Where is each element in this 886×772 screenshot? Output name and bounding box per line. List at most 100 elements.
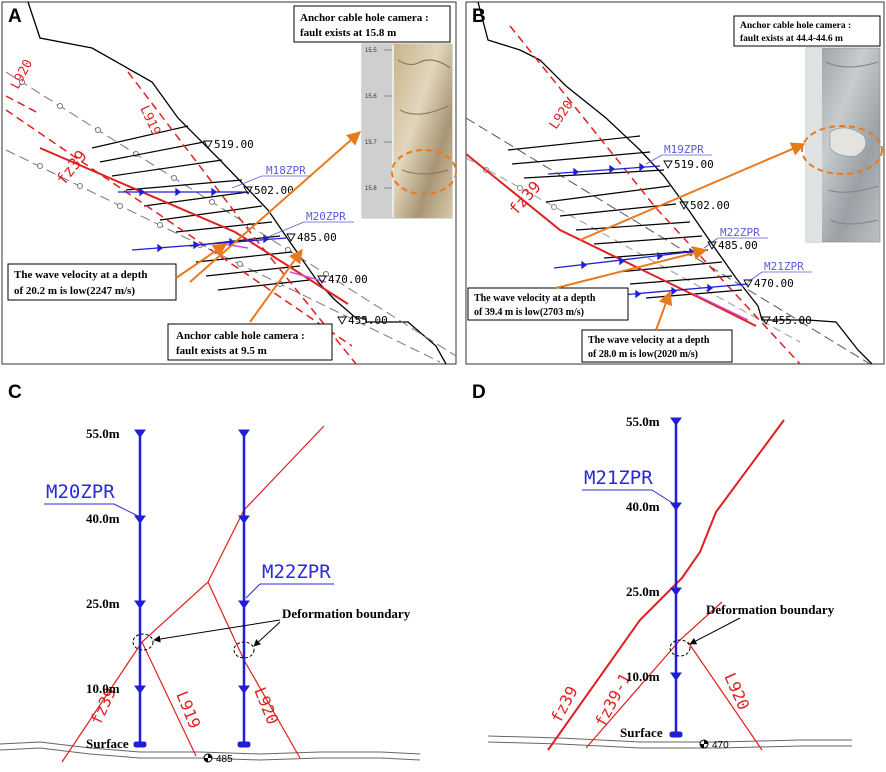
note-camera-b: Anchor cable hole camera : fault exists …: [733, 15, 881, 47]
magenta-segment: [693, 293, 749, 321]
borehole-label-m22zpr: M22ZPR: [720, 226, 760, 239]
elevation-502-a: 502.00: [254, 184, 294, 197]
gray-dashed-line: [5, 71, 457, 357]
elevation-470-b: 470.00: [754, 277, 794, 290]
label-leader: [269, 221, 305, 237]
survey-marker-fill: [700, 740, 708, 748]
borehole-label-m18zpr: M18ZPR: [266, 164, 306, 177]
ground-profile-b: [477, 1, 873, 365]
fault-label-l920-c: L920: [250, 684, 282, 727]
fault-l920-a: [5, 109, 353, 347]
elevation-455-a: 455.00: [348, 314, 388, 327]
fault-label-l920-a: L920: [8, 57, 36, 92]
elevation-455-b: 455.00: [772, 314, 812, 327]
magenta-segment: [223, 243, 249, 249]
surface-label-d: Surface: [620, 725, 663, 740]
panel-c: C fz39 L919 L920 55.0m 40.0m 25.0m: [0, 382, 421, 765]
note-line: The wave velocity at a depth: [474, 293, 596, 304]
depth-10-c: 10.0m: [86, 681, 120, 696]
ground-surface-d: [487, 735, 852, 743]
note-line: of 20.2 m is low(2247 m/s): [14, 285, 135, 297]
borehole-m18-a: [118, 187, 246, 197]
panel-a-frame: [1, 1, 457, 365]
depth-25-d: 25.0m: [626, 584, 660, 599]
panel-a-letter: A: [8, 6, 22, 27]
note-line: The wave velocity at a depth: [14, 269, 148, 281]
fault-l920-a-ext: [5, 95, 41, 115]
panel-b-letter: B: [472, 6, 486, 27]
deformation-boundary-label-c: Deformation boundary: [282, 606, 411, 621]
elevation-markers-b: 519.00 502.00 485.00 470.00 455.00: [663, 158, 812, 327]
panel-c-letter: C: [8, 382, 22, 403]
ground-surface-c: [0, 747, 421, 761]
scale-tick-15-8: 15.8: [365, 186, 377, 192]
depth-25-c: 25.0m: [86, 596, 120, 611]
ground-profile-a: [27, 1, 447, 365]
elevation-markers-a: 519.00 502.00 485.00 470.00 455.00: [203, 138, 388, 327]
borehole-m20-c: [133, 429, 147, 748]
depth-55-d: 55.0m: [626, 414, 660, 429]
note-line: The wave velocity at a depth: [588, 335, 710, 346]
borehole-label-m19zpr: M19ZPR: [664, 143, 704, 156]
borehole-m22-c: [237, 429, 251, 748]
scale-tick-15-5: 15.5: [365, 48, 377, 54]
deformation-circle: [132, 633, 154, 651]
panel-d-letter: D: [472, 382, 486, 403]
depth-40-c: 40.0m: [86, 511, 120, 526]
note-line: fault exists at 9.5 m: [176, 345, 267, 357]
fault-label-l920-b: L920: [547, 98, 577, 132]
elevation-485-a: 485.00: [297, 231, 337, 244]
callout-arrows-a: [175, 131, 362, 323]
borehole-m21-d: [669, 417, 683, 738]
note-line: fault exists at 44.4-44.6 m: [740, 34, 843, 44]
survey-marker-fill: [204, 754, 212, 762]
deformation-circle: [669, 639, 691, 657]
deformation-circle: [233, 641, 255, 659]
note-camera-bottom-a: Anchor cable hole camera : fault exists …: [167, 323, 333, 361]
borehole-label-m20zpr-c: M20ZPR: [46, 481, 115, 503]
note-line: of 39.4 m is low(2703 m/s): [474, 307, 584, 318]
fault-highlight-ellipse: [391, 149, 457, 195]
depth-40-d: 40.0m: [626, 499, 660, 514]
camera-image-a: 15.5 15.6 15.7 15.8: [361, 43, 457, 219]
note-wave1-b: The wave velocity at a depth of 39.4 m i…: [467, 287, 629, 321]
note-camera-top-a: Anchor cable hole camera : fault exists …: [293, 5, 451, 43]
borehole-label-m22zpr-c: M22ZPR: [262, 561, 331, 583]
boundary-arrow: [153, 619, 281, 643]
deformation-boundary-label-d: Deformation boundary: [706, 602, 835, 617]
note-line: Anchor cable hole camera :: [300, 12, 429, 24]
panel-b: B L920 fz39: [465, 1, 885, 365]
borehole-label-m21zpr: M21ZPR: [764, 260, 804, 273]
elevation-519-a: 519.00: [214, 138, 254, 151]
label-leader: [645, 154, 663, 165]
camera-image-b: [801, 47, 883, 243]
elevation-485-b: 485.00: [718, 239, 758, 252]
label-leader: [44, 503, 139, 517]
borehole-m20-a: [131, 234, 287, 253]
note-line: of 28.0 m is low(2020 m/s): [588, 349, 698, 360]
elevation-502-b: 502.00: [690, 199, 730, 212]
elevation-519-b: 519.00: [674, 158, 714, 171]
ground-surface-d: [487, 741, 852, 749]
fault-label-fz39-d: fz39: [547, 683, 582, 726]
marker-470-d: 470: [712, 740, 729, 751]
note-wave2-b: The wave velocity at a depth of 28.0 m i…: [581, 329, 733, 363]
depth-10-d: 10.0m: [626, 669, 660, 684]
scale-tick-15-6: 15.6: [365, 94, 377, 100]
marker-485-c: 485: [216, 754, 233, 765]
gray-dashed-line: [465, 117, 871, 365]
boundary-arrow: [253, 621, 281, 647]
elevation-470-a: 470.00: [328, 273, 368, 286]
borehole-m21-b: [609, 283, 749, 299]
label-leader: [582, 489, 675, 505]
fault-label-l919-c: L919: [172, 688, 204, 731]
borehole-label-m20zpr: M20ZPR: [306, 210, 346, 223]
survey-points: [483, 167, 557, 210]
fault-label-l919-a: L919: [136, 103, 163, 138]
fault-fz39-a: [39, 147, 349, 305]
panel-b-frame: [465, 1, 885, 365]
borehole-m19-b: [547, 162, 661, 177]
note-line: fault exists at 15.8 m: [300, 27, 396, 39]
callout-arrows-b: [555, 142, 806, 331]
